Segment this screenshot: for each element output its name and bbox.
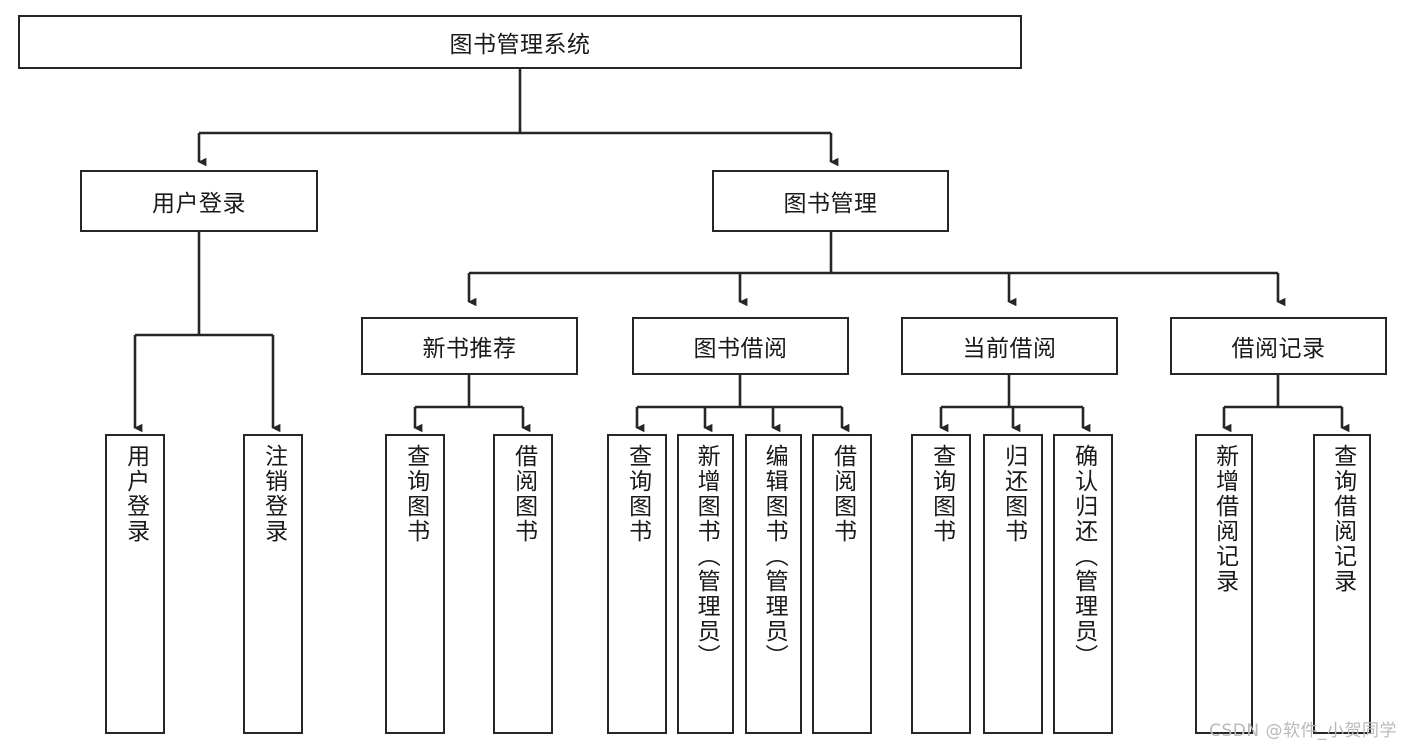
leaf-user-login[interactable]: 用户登录 — [105, 434, 165, 734]
node-borrow-record[interactable]: 借阅记录 — [1170, 317, 1387, 375]
leaf-add-record[interactable]: 新增借阅记录 — [1195, 434, 1253, 734]
leaf-user-logout[interactable]: 注销登录 — [243, 434, 303, 734]
leaf-borrow-book-2[interactable]: 借阅图书 — [812, 434, 872, 734]
node-new-book-recommend[interactable]: 新书推荐 — [361, 317, 578, 375]
node-book-manage-label: 图书管理 — [783, 191, 878, 217]
leaf-add-book-label: 新增图书（管理员） — [693, 444, 720, 669]
leaf-query-book-2[interactable]: 查询图书 — [607, 434, 667, 734]
node-root[interactable]: 图书管理系统 — [18, 15, 1022, 69]
leaf-edit-book-label: 编辑图书（管理员） — [761, 444, 788, 669]
node-book-borrow-label: 图书借阅 — [693, 336, 788, 362]
leaf-query-book-1-label: 查询图书 — [402, 444, 429, 544]
leaf-add-book[interactable]: 新增图书（管理员） — [677, 434, 734, 734]
leaf-query-book-2-label: 查询图书 — [624, 444, 651, 544]
node-user-login[interactable]: 用户登录 — [80, 170, 318, 232]
leaf-query-book-3-label: 查询图书 — [928, 444, 955, 544]
node-new-book-recommend-label: 新书推荐 — [422, 336, 517, 362]
leaf-confirm-return-label: 确认归还（管理员） — [1070, 444, 1097, 669]
leaf-query-book-1[interactable]: 查询图书 — [385, 434, 445, 734]
leaf-add-record-label: 新增借阅记录 — [1211, 444, 1238, 594]
leaf-confirm-return[interactable]: 确认归还（管理员） — [1053, 434, 1113, 734]
leaf-borrow-book-2-label: 借阅图书 — [829, 444, 856, 544]
node-book-borrow[interactable]: 图书借阅 — [632, 317, 849, 375]
node-book-manage[interactable]: 图书管理 — [712, 170, 949, 232]
leaf-query-record[interactable]: 查询借阅记录 — [1313, 434, 1371, 734]
leaf-query-record-label: 查询借阅记录 — [1329, 444, 1356, 594]
leaf-query-book-3[interactable]: 查询图书 — [911, 434, 971, 734]
leaf-borrow-book-1-label: 借阅图书 — [510, 444, 537, 544]
leaf-return-book[interactable]: 归还图书 — [983, 434, 1043, 734]
leaf-return-book-label: 归还图书 — [1000, 444, 1027, 544]
node-borrow-record-label: 借阅记录 — [1231, 336, 1326, 362]
node-current-borrow[interactable]: 当前借阅 — [901, 317, 1118, 375]
node-current-borrow-label: 当前借阅 — [962, 336, 1057, 362]
leaf-user-login-label: 用户登录 — [122, 444, 149, 544]
watermark: CSDN @软件_小贺同学 — [1209, 721, 1397, 741]
node-user-login-label: 用户登录 — [152, 191, 246, 217]
leaf-user-logout-label: 注销登录 — [260, 444, 287, 544]
leaf-edit-book[interactable]: 编辑图书（管理员） — [745, 434, 802, 734]
node-root-label: 图书管理系统 — [449, 32, 591, 58]
leaf-borrow-book-1[interactable]: 借阅图书 — [493, 434, 553, 734]
